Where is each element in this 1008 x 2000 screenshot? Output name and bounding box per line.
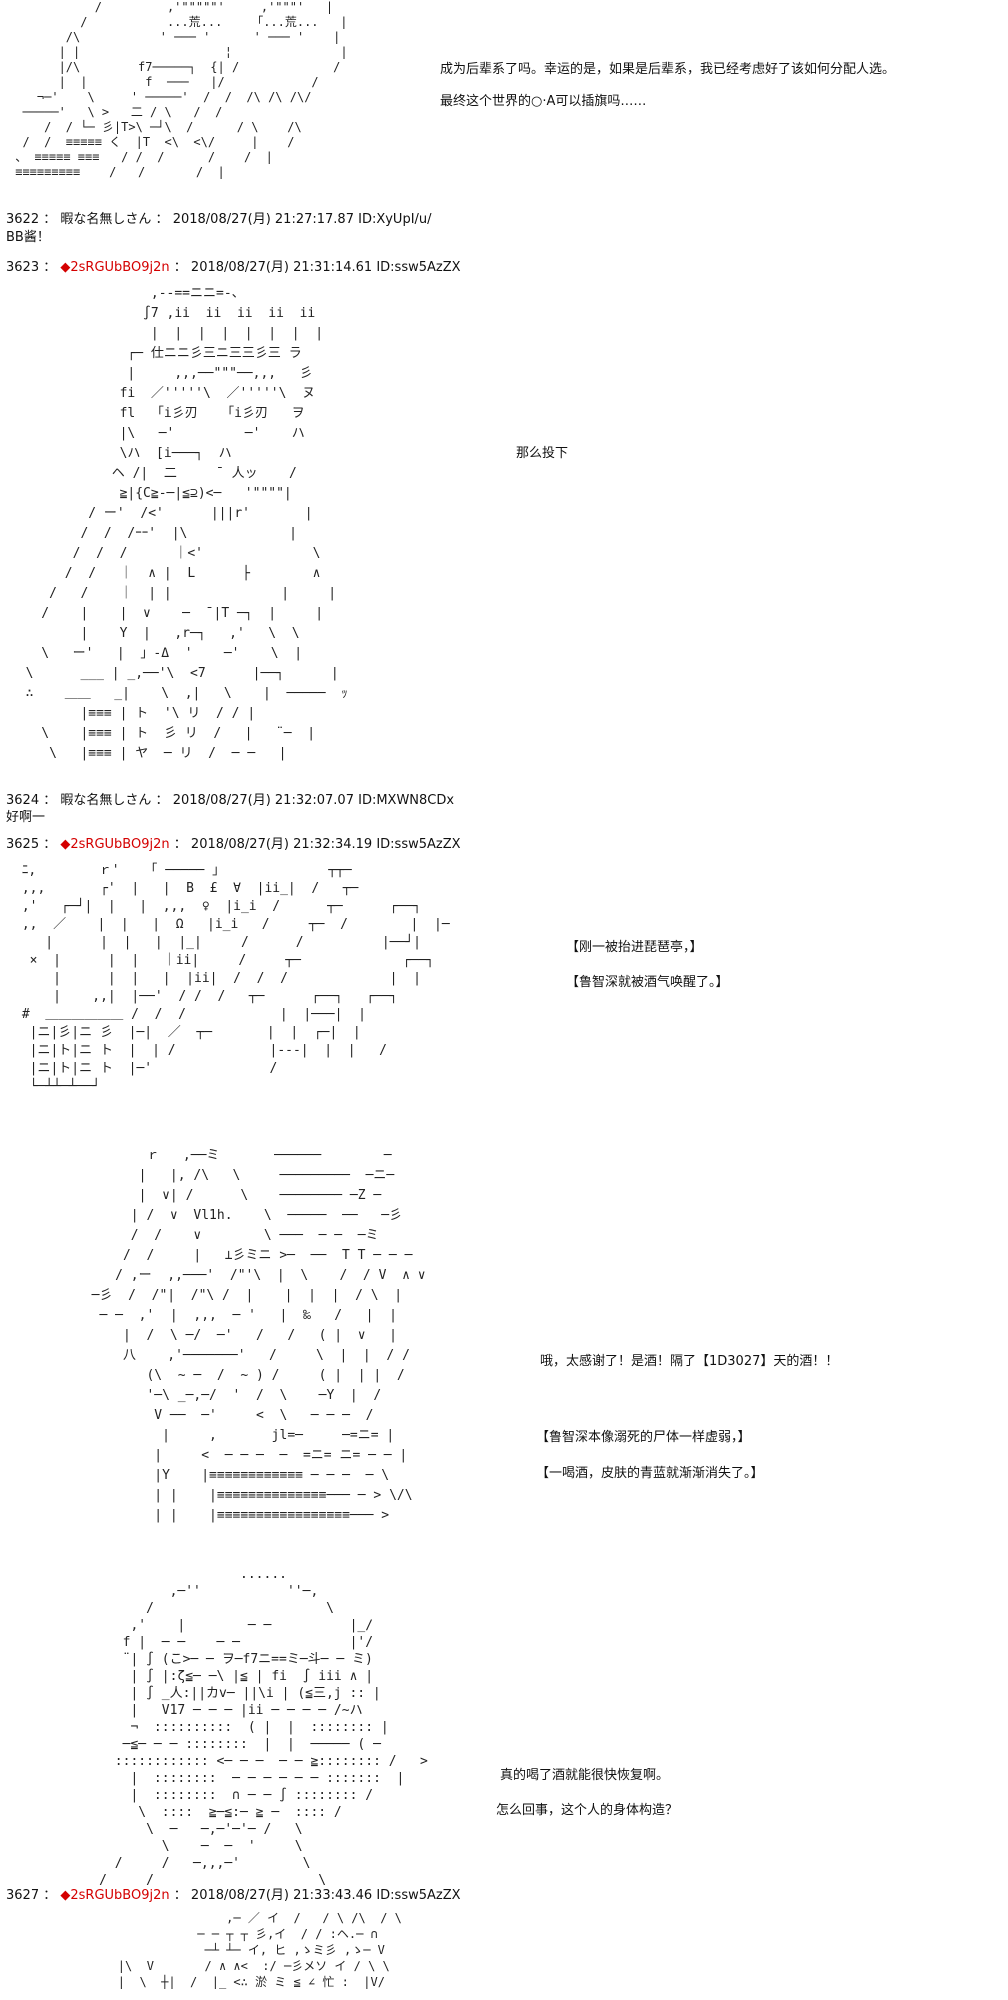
- caption-line: 【鲁智深本像溺死的尸体一样虚弱，】: [536, 1430, 751, 1445]
- post-number[interactable]: 3624: [6, 793, 40, 808]
- caption-line: 【一喝酒，皮肤的青蓝就渐渐消失了。】: [536, 1466, 764, 1481]
- post-body: 好啊一: [6, 810, 46, 825]
- caption-line: 【刚一被抬进琵琶亭，】: [566, 940, 703, 955]
- caption-line: 成为后辈系了吗。幸运的是，如果是后辈系，我已经考虑好了该如何分配人选。: [440, 62, 896, 77]
- caption-line: 怎么回事，这个人的身体构造？: [496, 1803, 679, 1818]
- ascii-art-building: ﾆ, ｒ' ｢ ───── ｣ ┬┬─ ,,, ┌' | | B £ ∀ |ii…: [21, 863, 450, 1094]
- post-datetime: 2018/08/27(月) 21:31:14.61: [190, 260, 373, 275]
- post-separator: ：: [173, 837, 187, 852]
- post-datetime: 2018/08/27(月) 21:33:43.46: [190, 1888, 373, 1903]
- post-header: 3625 ： ◆2sRGUbBO9j2n ： 2018/08/27(月) 21:…: [6, 837, 461, 853]
- post-header: 3624 ： 暇な名無しさん ： 2018/08/27(月) 21:32:07.…: [6, 793, 454, 809]
- post-separator: ：: [43, 212, 57, 227]
- post-number[interactable]: 3625: [6, 837, 40, 852]
- caption-line: 哦，太感谢了！是酒！隔了【1D3027】天的酒！！: [540, 1354, 839, 1369]
- ascii-art-character-3: ｒ ,──ミ ────── ─ | |, /\ \ ───────── ─ニ─ …: [91, 1148, 426, 1523]
- post-separator: ：: [155, 212, 169, 227]
- post-datetime: 2018/08/27(月) 21:32:07.07: [172, 793, 354, 808]
- poster-id[interactable]: ID:ssw5AzZX: [376, 1888, 461, 1903]
- caption-line: 最终这个世界的○·A可以插旗吗……: [440, 94, 647, 109]
- poster-trip: ◆2sRGUbBO9j2n: [60, 837, 170, 852]
- poster-id[interactable]: ID:ssw5AzZX: [376, 260, 461, 275]
- poster-id[interactable]: ID:ssw5AzZX: [376, 837, 461, 852]
- ascii-art-character-4: ...... ,─'' ''─, / \ ,' | ─ ─ |_∕ f | ─ …: [99, 1567, 428, 1888]
- caption-line: 那么投下: [516, 446, 569, 461]
- post-number[interactable]: 3623: [6, 260, 40, 275]
- post-separator: ：: [43, 1888, 57, 1903]
- poster-name: 暇な名無しさん: [60, 793, 152, 808]
- post-separator: ：: [43, 837, 57, 852]
- post-separator: ：: [173, 260, 187, 275]
- ascii-art-character-5: ,─ ／ イ / ∕ \ /\ / \ ─ ─ ┬ ┬ 彡,イ / / :ヘ.─…: [117, 1911, 402, 1989]
- post-datetime: 2018/08/27(月) 21:32:34.19: [190, 837, 373, 852]
- post-header: 3627 ： ◆2sRGUbBO9j2n ： 2018/08/27(月) 21:…: [6, 1888, 461, 1904]
- poster-trip: ◆2sRGUbBO9j2n: [60, 1888, 170, 1903]
- ascii-art-character-2: ,--==ニニ=-、 ∫7 ,ii ii ii ii ii | | | | | …: [25, 286, 348, 761]
- post-separator: ：: [43, 260, 57, 275]
- poster-name: 暇な名無しさん: [60, 212, 152, 227]
- post-number[interactable]: 3627: [6, 1888, 40, 1903]
- post-separator: ：: [155, 793, 169, 808]
- caption-line: 【鲁智深就被酒气唤醒了。】: [566, 975, 729, 990]
- post-number[interactable]: 3622: [6, 212, 40, 227]
- post-separator: ：: [43, 793, 57, 808]
- ascii-art-face-1: / ,'"""""' ,'"""' | / ...荒... 「...荒... |…: [15, 0, 348, 179]
- post-separator: ：: [173, 1888, 187, 1903]
- caption-line: 真的喝了酒就能很快恢复啊。: [500, 1768, 670, 1783]
- post-body: BB酱！: [6, 230, 50, 245]
- poster-id[interactable]: ID:MXWN8CDx: [358, 793, 455, 808]
- post-header: 3622 ： 暇な名無しさん ： 2018/08/27(月) 21:27:17.…: [6, 212, 432, 228]
- post-datetime: 2018/08/27(月) 21:27:17.87: [172, 212, 354, 227]
- post-header: 3623 ： ◆2sRGUbBO9j2n ： 2018/08/27(月) 21:…: [6, 260, 461, 276]
- poster-id[interactable]: ID:XyUpI/u/: [358, 212, 432, 227]
- poster-trip: ◆2sRGUbBO9j2n: [60, 260, 170, 275]
